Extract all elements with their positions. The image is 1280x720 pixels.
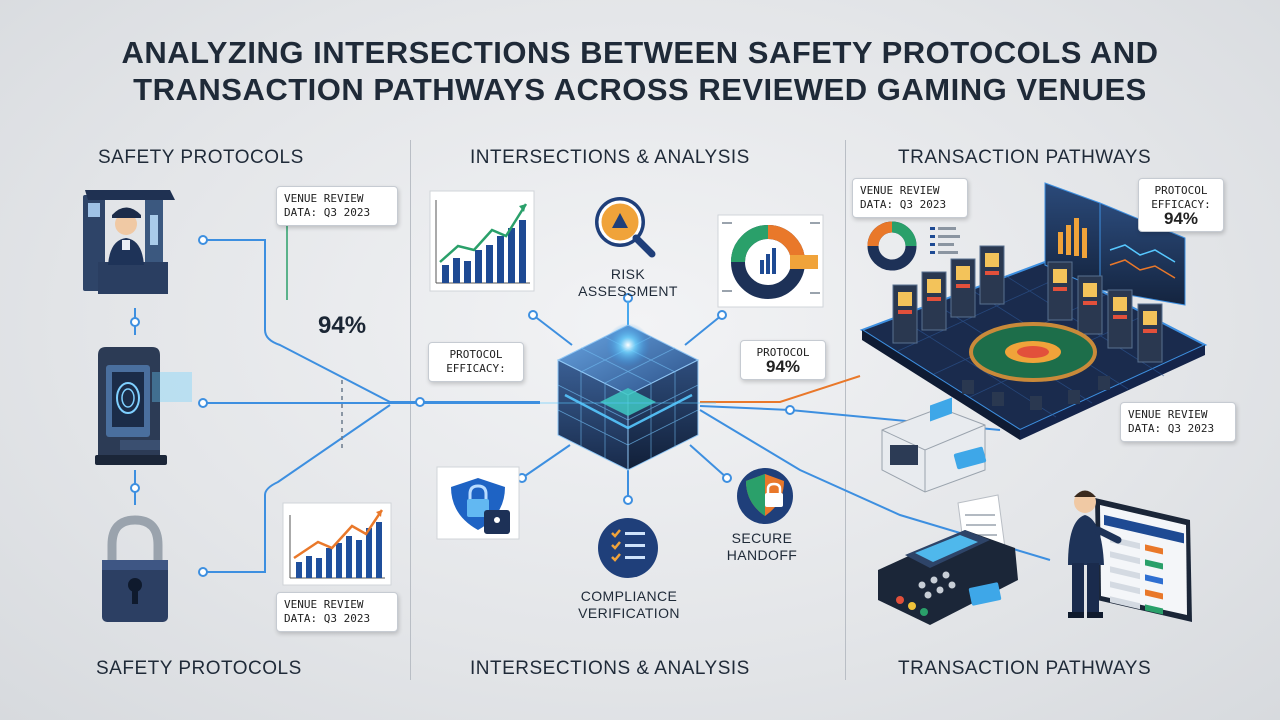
center-column-heading: INTERSECTIONS & ANALYSIS bbox=[470, 147, 750, 168]
compliance-verification-label: COMPLIANCE VERIFICATION bbox=[560, 588, 698, 622]
risk-label-line2: ASSESSMENT bbox=[578, 283, 678, 299]
center-donut-chart bbox=[717, 214, 824, 308]
review-card-line1: VENUE REVIEW bbox=[1128, 408, 1208, 421]
slot-machines bbox=[892, 245, 1163, 363]
review-card-line2: DATA: Q3 2023 bbox=[284, 612, 371, 625]
secure-label-line1: SECURE bbox=[731, 530, 793, 546]
security-guard-booth-illustration bbox=[83, 190, 175, 294]
padlock-illustration bbox=[102, 515, 168, 622]
protocol-efficacy-card-left: PROTOCOL EFFICACY: bbox=[428, 342, 524, 382]
risk-magnifier-illustration bbox=[595, 197, 656, 258]
right-column-heading: TRANSACTION PATHWAYS bbox=[898, 147, 1152, 168]
secure-handoff-label: SECURE HANDOFF bbox=[712, 530, 812, 564]
payment-terminal-illustration bbox=[878, 494, 1018, 625]
column-divider-right bbox=[845, 140, 846, 680]
left-top-review-card: VENUE REVIEW DATA: Q3 2023 bbox=[276, 186, 398, 226]
spoke-lock bbox=[521, 444, 571, 479]
center-column-footer: INTERSECTIONS & ANALYSIS bbox=[470, 658, 750, 679]
connector-left-bottom bbox=[203, 404, 391, 573]
compliance-label-line1: COMPLIANCE bbox=[580, 588, 678, 604]
protocol-card-line1: PROTOCOL bbox=[449, 348, 503, 361]
left-bottom-review-card: VENUE REVIEW DATA: Q3 2023 bbox=[276, 592, 398, 632]
protocol-card-line2: EFFICACY: bbox=[446, 362, 506, 375]
shield-lock-icon bbox=[436, 466, 520, 540]
right-efficacy-card: PROTOCOL EFFICACY: 94% bbox=[1138, 178, 1224, 232]
right-column-footer: TRANSACTION PATHWAYS bbox=[898, 658, 1152, 679]
right-top-review-card: VENUE REVIEW DATA: Q3 2023 bbox=[852, 178, 968, 218]
secure-label-line2: HANDOFF bbox=[726, 547, 798, 563]
review-card-line1: VENUE REVIEW bbox=[284, 192, 364, 205]
left-column-heading: SAFETY PROTOCOLS bbox=[98, 147, 304, 168]
right-mid-review-card: VENUE REVIEW DATA: Q3 2023 bbox=[1120, 402, 1236, 442]
efficacy-card-value: 94% bbox=[1163, 209, 1199, 228]
receipt-printer-illustration bbox=[881, 397, 987, 493]
column-divider-left bbox=[410, 140, 411, 680]
review-card-line2: DATA: Q3 2023 bbox=[1128, 422, 1215, 435]
left-stat-value: 94% bbox=[318, 312, 367, 339]
connector-left-top bbox=[203, 239, 540, 403]
center-bar-chart bbox=[429, 190, 535, 292]
connector-right-top bbox=[700, 375, 861, 403]
protocol-efficacy-card-right: PROTOCOL 94% bbox=[740, 340, 826, 380]
connector-nodes bbox=[130, 235, 795, 577]
spoke-shield bbox=[689, 444, 728, 479]
compliance-label-line2: VERIFICATION bbox=[578, 605, 680, 621]
review-card-line2: DATA: Q3 2023 bbox=[284, 206, 371, 219]
review-card-line1: VENUE REVIEW bbox=[860, 184, 940, 197]
central-analysis-cube bbox=[540, 300, 716, 471]
left-column-footer: SAFETY PROTOCOLS bbox=[96, 658, 302, 679]
spoke-chart bbox=[532, 314, 573, 346]
review-card-line2: DATA: Q3 2023 bbox=[860, 198, 947, 211]
efficacy-card-line1: PROTOCOL bbox=[1154, 184, 1208, 197]
main-title-line2: TRANSACTION PATHWAYS ACROSS REVIEWED GAM… bbox=[133, 72, 1147, 107]
spoke-pie bbox=[684, 314, 723, 346]
risk-label-line1: RISK bbox=[610, 266, 646, 282]
biometric-scanner-illustration bbox=[95, 347, 192, 465]
protocol-card-value: 94% bbox=[765, 357, 801, 376]
efficacy-card-line2: EFFICACY: bbox=[1151, 198, 1211, 211]
risk-assessment-label: RISK ASSESSMENT bbox=[568, 266, 688, 300]
compliance-checklist-icon bbox=[598, 518, 658, 578]
secure-shield-icon bbox=[737, 468, 793, 524]
right-donut-chart bbox=[867, 221, 960, 271]
casino-floor-illustration bbox=[859, 182, 1208, 440]
protocol-card-line1: PROTOCOL bbox=[756, 346, 810, 359]
left-trend-chart bbox=[282, 502, 392, 586]
review-card-line1: VENUE REVIEW bbox=[284, 598, 364, 611]
main-title-line1: ANALYZING INTERSECTIONS BETWEEN SAFETY P… bbox=[121, 35, 1159, 70]
staff-with-tablet-illustration bbox=[1068, 490, 1192, 622]
